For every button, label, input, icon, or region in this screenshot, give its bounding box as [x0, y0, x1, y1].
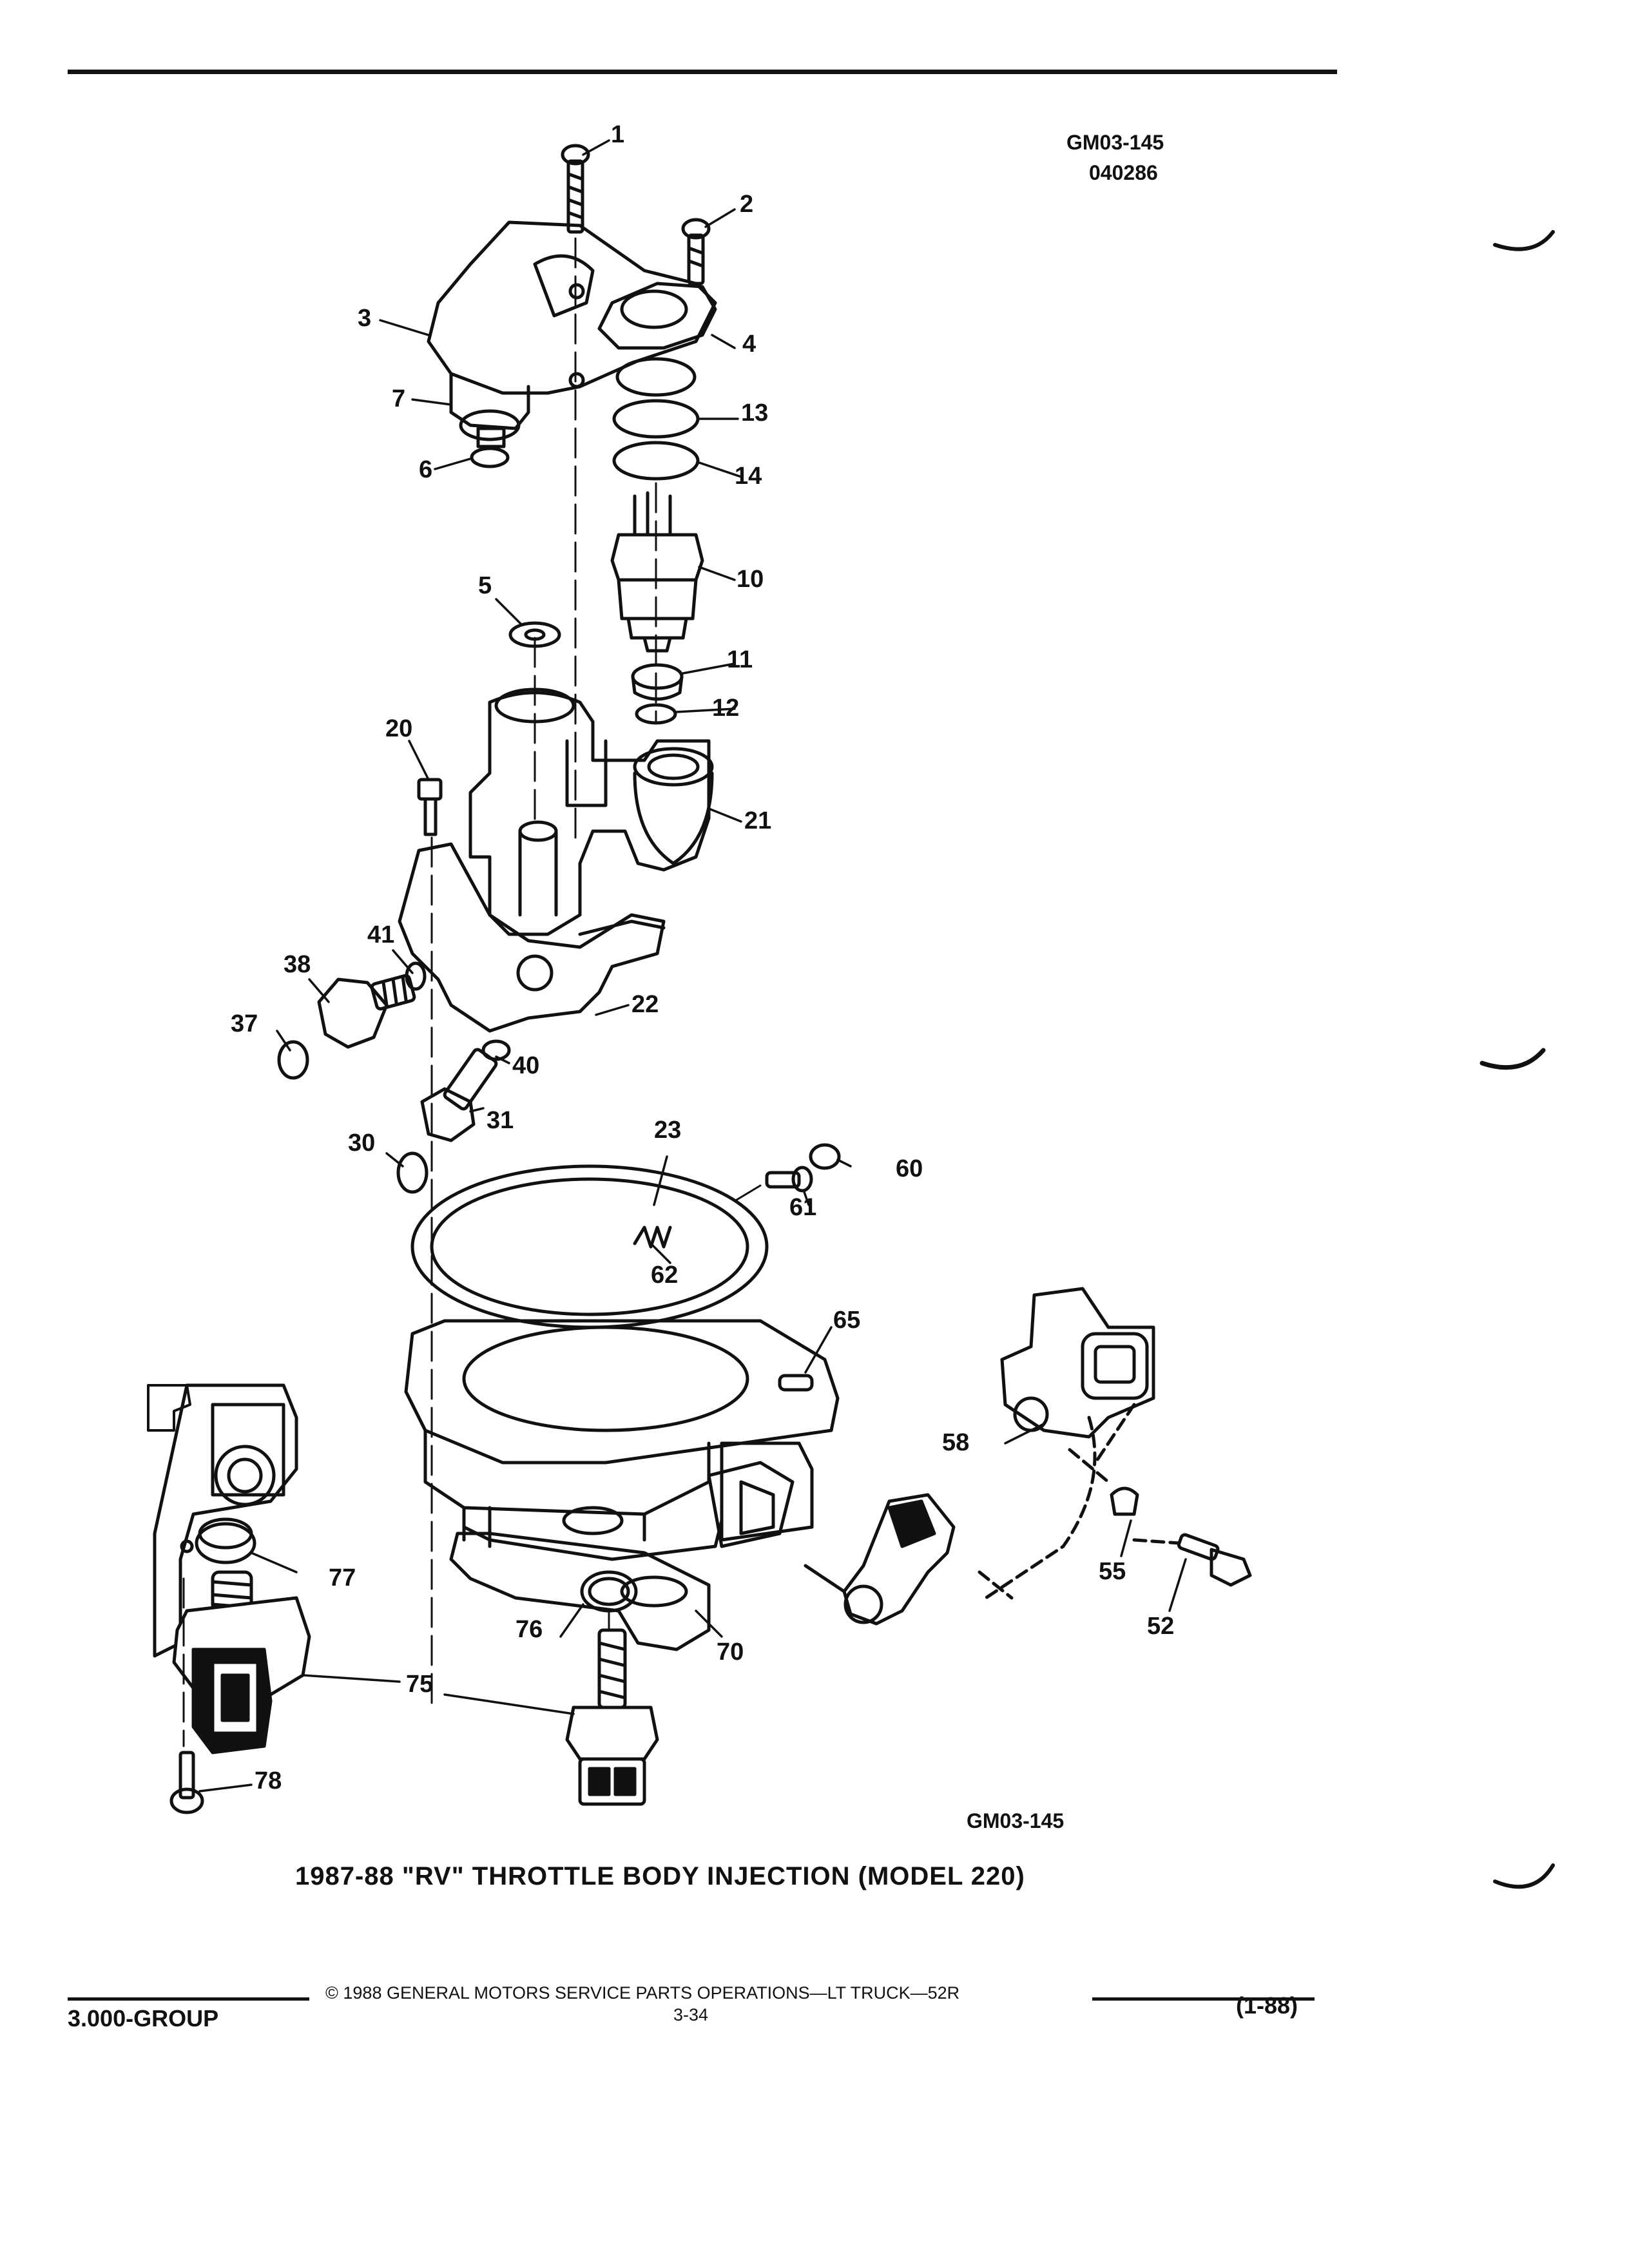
callout-10: 10 [737, 566, 764, 593]
tps-connector-58-part [1000, 1287, 1155, 1439]
callout-20: 20 [385, 715, 413, 742]
callout-76: 76 [516, 1616, 543, 1643]
callout-7: 7 [392, 385, 406, 412]
callout-52: 52 [1147, 1613, 1175, 1640]
page-number: 3-34 [673, 2005, 709, 2024]
nut-31-part [420, 1087, 476, 1142]
filter-11-part [631, 663, 684, 701]
base-plate-70-part [449, 1506, 711, 1651]
callout-4: 4 [742, 331, 757, 358]
callout-1: 1 [611, 121, 625, 148]
washer-37-part [277, 1040, 309, 1080]
fitting-40-part [443, 1039, 511, 1111]
callout-13: 13 [741, 399, 769, 427]
callout-58: 58 [942, 1429, 970, 1456]
callout-12: 12 [712, 695, 740, 722]
callout-77: 77 [329, 1564, 356, 1591]
gasket-41-part [405, 961, 427, 991]
gasket-22-part [398, 842, 666, 1033]
tps-bracket-part [707, 1461, 795, 1548]
iac-valve-75-part [172, 1570, 311, 1754]
screw-20-part [417, 778, 443, 836]
washer-55-part [1110, 1486, 1139, 1516]
ref-code-bottom: GM03-145 [967, 1809, 1065, 1832]
callout-23: 23 [654, 1117, 682, 1144]
fuel-meter-cover-part [427, 220, 717, 448]
fuel-meter-body-part [468, 687, 714, 936]
callout-5: 5 [478, 572, 492, 599]
ref-date: 040286 [1089, 161, 1158, 184]
callout-11: 11 [727, 646, 753, 673]
o-ring-13-part [612, 399, 700, 439]
o-ring-4b-part [615, 357, 697, 397]
callout-75: 75 [406, 1671, 434, 1698]
gasket-23-part [410, 1164, 769, 1329]
callout-14: 14 [735, 463, 762, 490]
ref-code-top: GM03-145 [1066, 131, 1164, 154]
screw-61-part [765, 1166, 813, 1193]
callout-60: 60 [896, 1155, 923, 1182]
gasket-4-part [597, 282, 717, 350]
footer-rule-left [68, 1997, 309, 2001]
revision-label: (1-88) [1236, 1992, 1298, 2019]
screw-2-part [681, 218, 711, 285]
top-rule [68, 70, 1337, 74]
callout-40: 40 [512, 1052, 540, 1079]
callout-78: 78 [255, 1767, 282, 1794]
callout-62: 62 [651, 1262, 679, 1289]
callout-55: 55 [1099, 1558, 1126, 1585]
leader-lines [198, 139, 1187, 1792]
sensor-75-part [565, 1628, 659, 1806]
callout-38: 38 [284, 951, 311, 978]
o-ring-12-part [635, 703, 677, 725]
fitting-38-part [317, 974, 416, 1049]
copyright-line: © 1988 GENERAL MOTORS SERVICE PARTS OPER… [325, 1983, 960, 2003]
screw-52-part [1177, 1533, 1252, 1587]
o-ring-30-part [396, 1151, 429, 1194]
plug-60-part [809, 1143, 841, 1170]
callout-41: 41 [367, 921, 395, 948]
callout-22: 22 [631, 991, 659, 1018]
callout-61: 61 [789, 1194, 817, 1221]
footer-rule-right [1092, 1997, 1315, 2001]
o-ring-76-part [580, 1570, 638, 1613]
callout-30: 30 [348, 1129, 376, 1157]
figure-caption: 1987-88 "RV" THROTTLE BODY INJECTION (MO… [295, 1862, 1025, 1890]
spring-62-part [633, 1225, 672, 1249]
alignment-lines [182, 237, 762, 1747]
group-label: 3.000-GROUP [68, 2005, 219, 2032]
callout-70: 70 [717, 1639, 744, 1666]
throttle-body-part [404, 1319, 840, 1561]
callout-31: 31 [487, 1107, 514, 1134]
gasket-6-part [470, 447, 510, 468]
iac-housing-part [147, 1383, 298, 1658]
callout-21: 21 [744, 807, 772, 834]
o-ring-14-part [612, 441, 700, 481]
o-ring-77-part [195, 1522, 256, 1564]
screw-1-part [561, 144, 590, 234]
callout-65: 65 [833, 1307, 861, 1334]
callout-2: 2 [740, 191, 754, 218]
screw-78-part [169, 1751, 204, 1814]
callout-3: 3 [358, 305, 372, 332]
callout-6: 6 [419, 456, 433, 483]
tps-sensor-part [804, 1493, 956, 1626]
injector-10-part [610, 491, 704, 653]
callout-37: 37 [231, 1010, 258, 1037]
